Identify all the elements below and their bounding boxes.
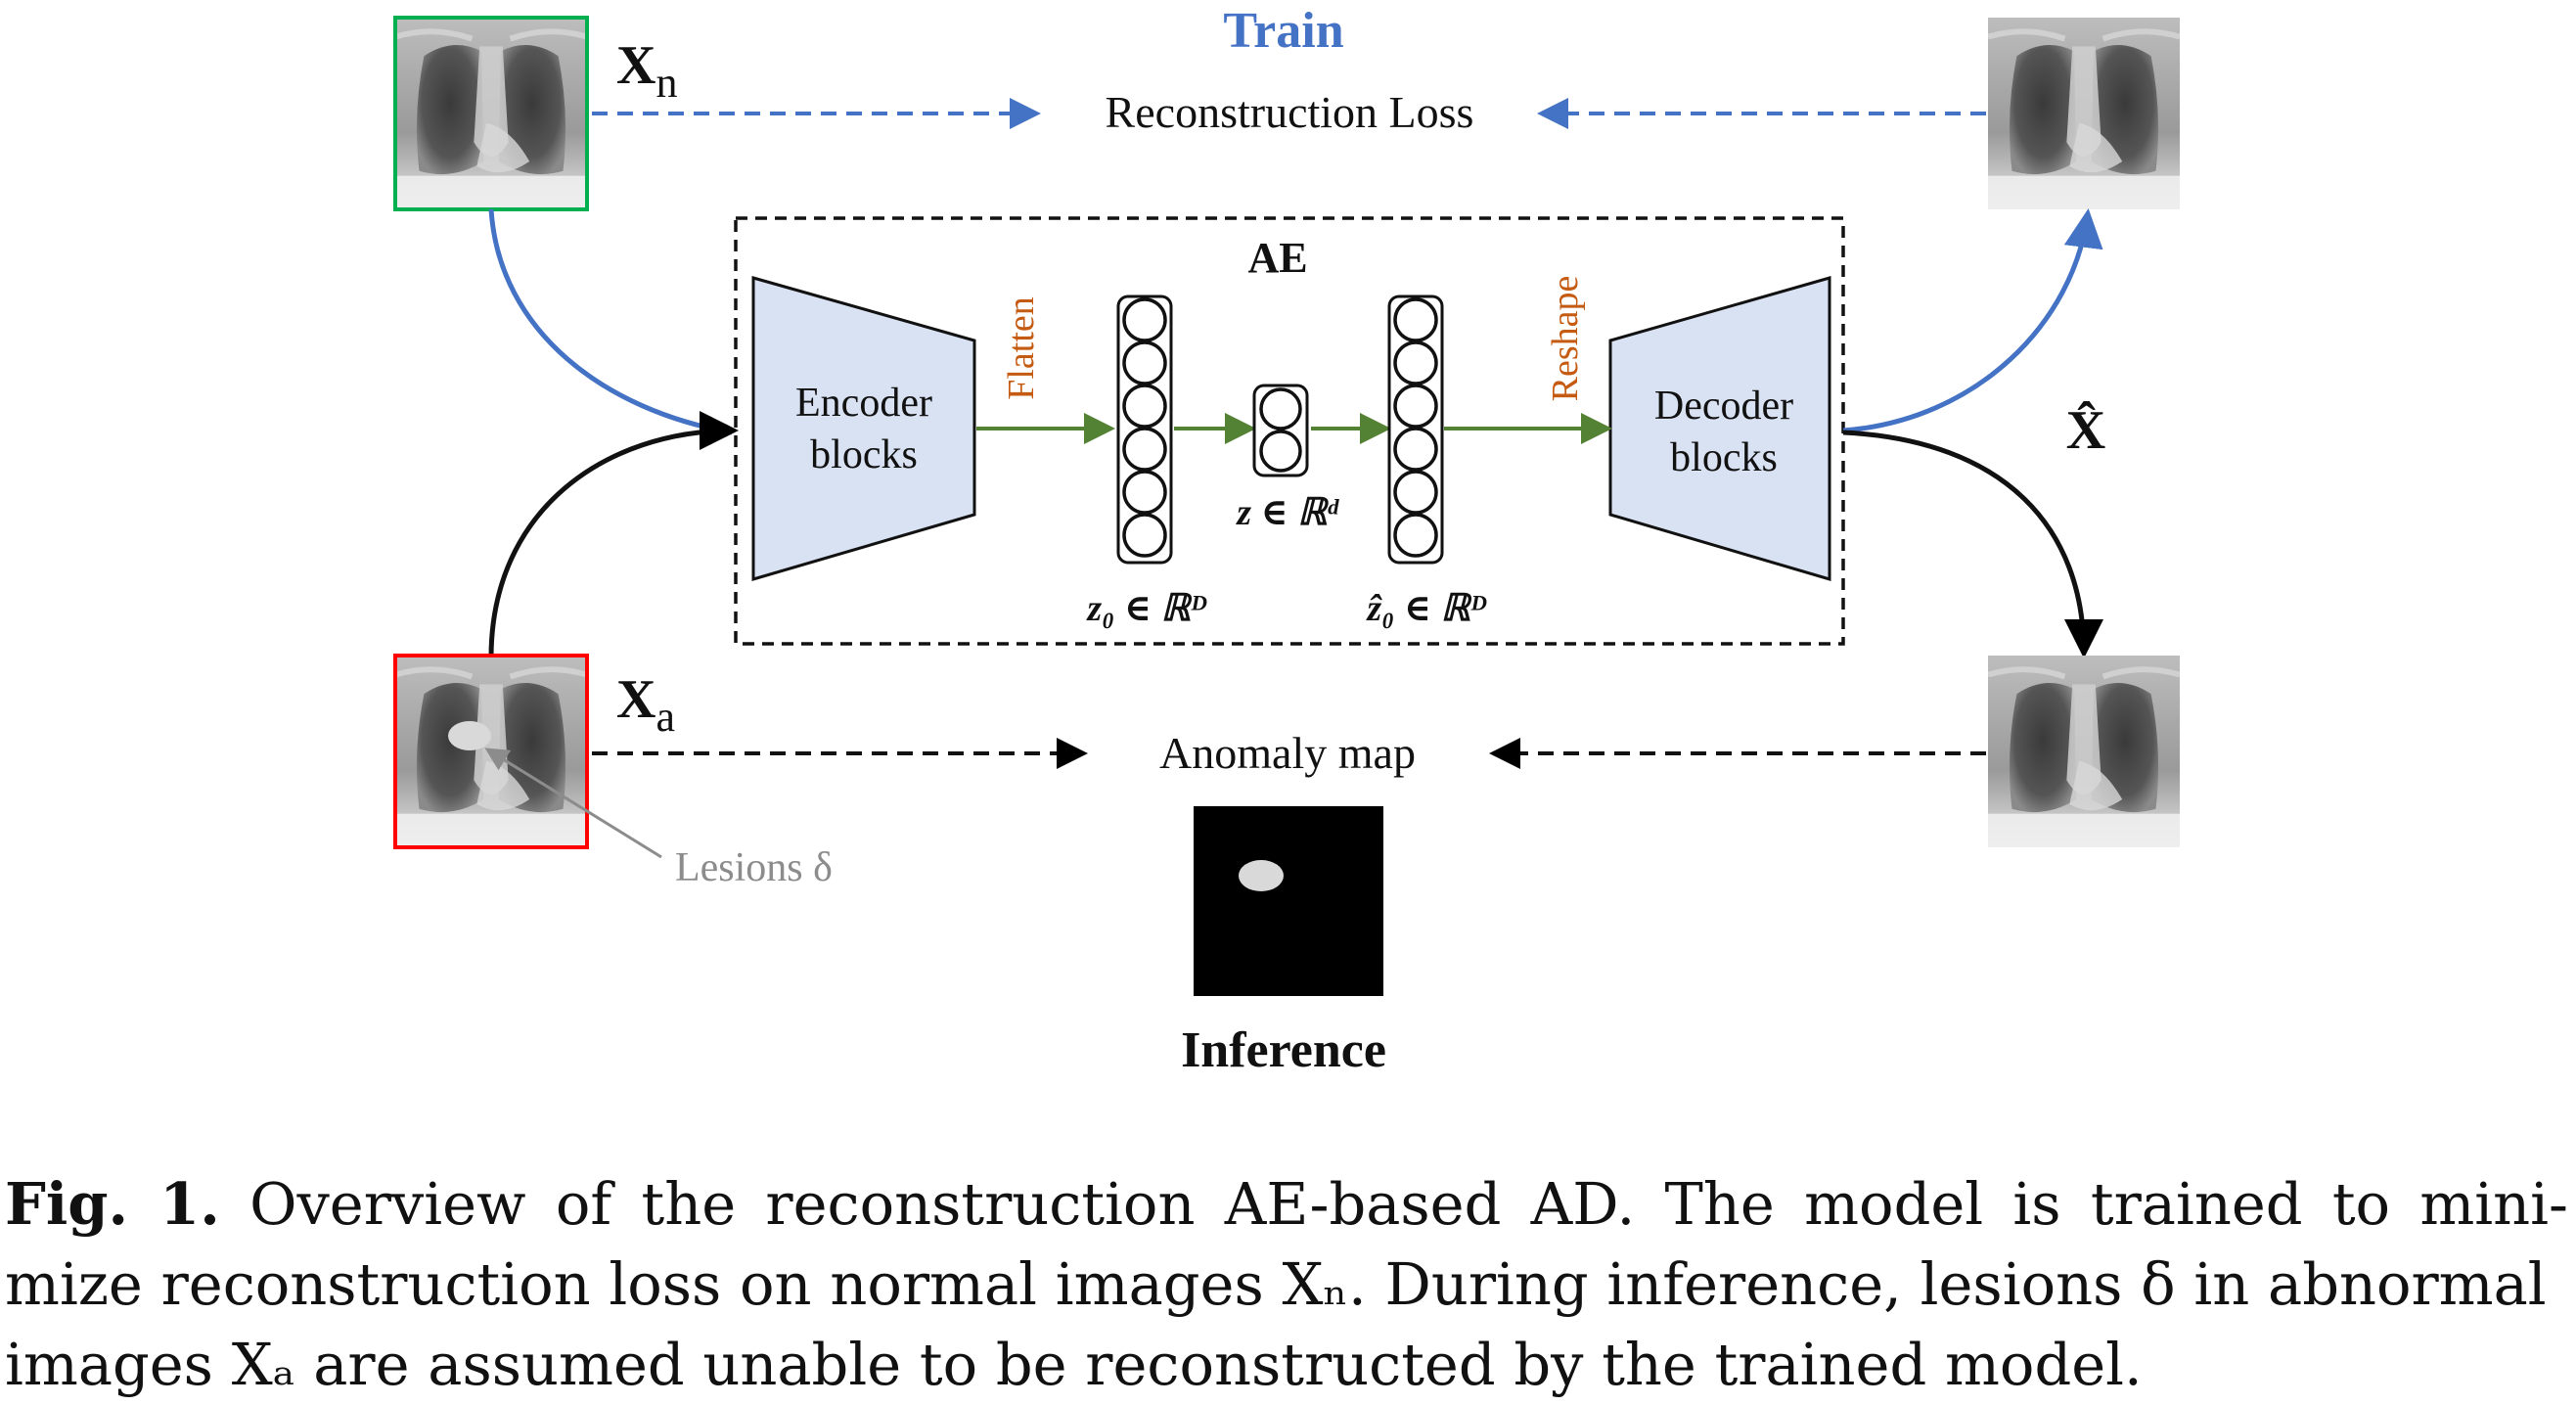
decoder-label-line2: blocks [1670,435,1778,480]
anomaly-map-image [1194,806,1383,996]
caption-line-1: Fig. 1. Overview of the reconstruction A… [5,1164,2568,1245]
caption-line-2: mize reconstruction loss on normal image… [5,1250,2547,1318]
caption-line-3: images Xₐ are assumed unable to be recon… [5,1331,2143,1398]
xn-to-encoder-curve [488,208,733,435]
xa-to-encoder-curve [488,411,739,658]
z-label: z ∈ ℝᵈ [1235,492,1339,533]
xn-subscript: n [655,59,677,107]
xa-label: Xa [616,669,675,741]
train-label: Train [1223,3,1343,59]
z0-label: z₀ ∈ ℝᴰ [1085,588,1206,629]
reconstruction-loss-label: Reconstruction Loss [1106,87,1474,137]
lesion-ellipse [448,721,491,750]
ae-box [734,216,1845,646]
flatten-label: Flatten [1001,296,1042,400]
normal-xray-image [393,16,589,211]
caption-text-1: Overview of the reconstruction AE-based … [249,1170,2568,1238]
reshape-label: Reshape [1545,276,1586,402]
encoder-label-line1: Encoder [795,381,932,426]
xa-subscript: a [655,693,675,741]
lesions-label: Lesions δ [675,845,833,890]
z-latent-vector [1252,384,1309,477]
z0-vector [1116,295,1173,565]
inference-label: Inference [1181,1022,1386,1078]
abnormal-xray-image [393,654,589,849]
figure-caption: Fig. 1. Overview of the reconstruction A… [5,1164,2568,1405]
xn-label: Xn [616,35,677,107]
decoder-to-recon-train-curve [1842,208,2103,433]
encoder-label-line2: blocks [810,432,918,477]
decoder-blocks [1608,276,1831,582]
reconstructed-xray-inference [1988,656,2180,847]
lesion-pointer [484,748,662,859]
decoder-to-recon-inference-curve [1842,430,2103,658]
ae-label: AE [1247,234,1307,282]
xhat-label: X̂ [2066,400,2105,461]
anomaly-map-label: Anomaly map [1159,728,1416,778]
caption-label: Fig. 1. [5,1170,220,1238]
z0hat-vector [1387,295,1444,565]
z0hat-label: ẑ₀ ∈ ℝᴰ [1365,588,1486,629]
reconstructed-xray-train [1988,18,2180,209]
encoder-blocks [751,276,976,582]
decoder-label-line1: Decoder [1654,384,1793,429]
